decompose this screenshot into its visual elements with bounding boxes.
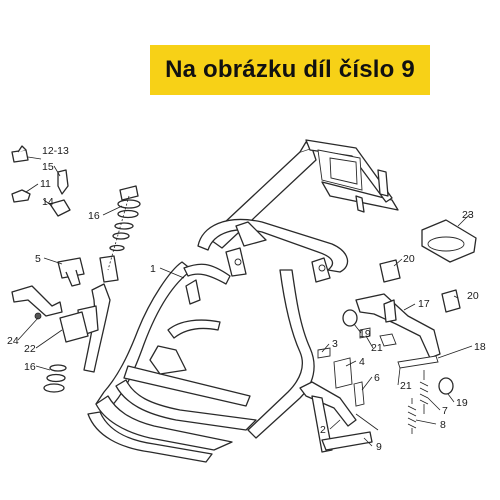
callout-20-upper: 20	[403, 253, 415, 265]
callout-2: 2	[320, 424, 326, 436]
part-number-banner: Na obrázku díl číslo 9	[150, 45, 430, 95]
callout-9: 9	[376, 441, 382, 453]
callout-15: 15	[42, 161, 54, 173]
callout-5: 5	[35, 253, 41, 265]
callout-leaders	[17, 156, 473, 447]
front-brackets	[11, 257, 89, 393]
callout-7: 7	[442, 405, 448, 417]
callout-17: 17	[418, 298, 430, 310]
banner-title: Na obrázku díl číslo 9	[165, 56, 415, 83]
callout-16-lower: 16	[24, 361, 36, 373]
steering-bearing-stack-upper	[107, 185, 141, 271]
callout-23: 23	[462, 209, 474, 221]
callout-18: 18	[474, 341, 486, 353]
callout-4: 4	[359, 356, 365, 368]
callout-3: 3	[332, 338, 338, 350]
callout-24: 24	[7, 335, 19, 347]
callout-12-13: 12-13	[42, 145, 69, 157]
callout-14: 14	[42, 196, 54, 208]
callout-6: 6	[374, 372, 380, 384]
callout-20-lower: 20	[467, 290, 479, 302]
callout-8: 8	[440, 419, 446, 431]
callout-1: 1	[150, 263, 156, 275]
callout-11: 11	[40, 178, 51, 190]
callout-22: 22	[24, 343, 36, 355]
callout-labels: 12-13 15 11 14 16 5 1 23 20 20 17 19 21 …	[7, 145, 486, 453]
callout-16-upper: 16	[88, 210, 100, 222]
callout-19-lower: 19	[456, 397, 468, 409]
callout-21-upper: 21	[371, 342, 383, 354]
callout-21-lower: 21	[400, 380, 412, 392]
callout-19-upper: 19	[359, 328, 371, 340]
clip-parts	[11, 145, 71, 217]
engine-mount-parts	[342, 219, 477, 395]
